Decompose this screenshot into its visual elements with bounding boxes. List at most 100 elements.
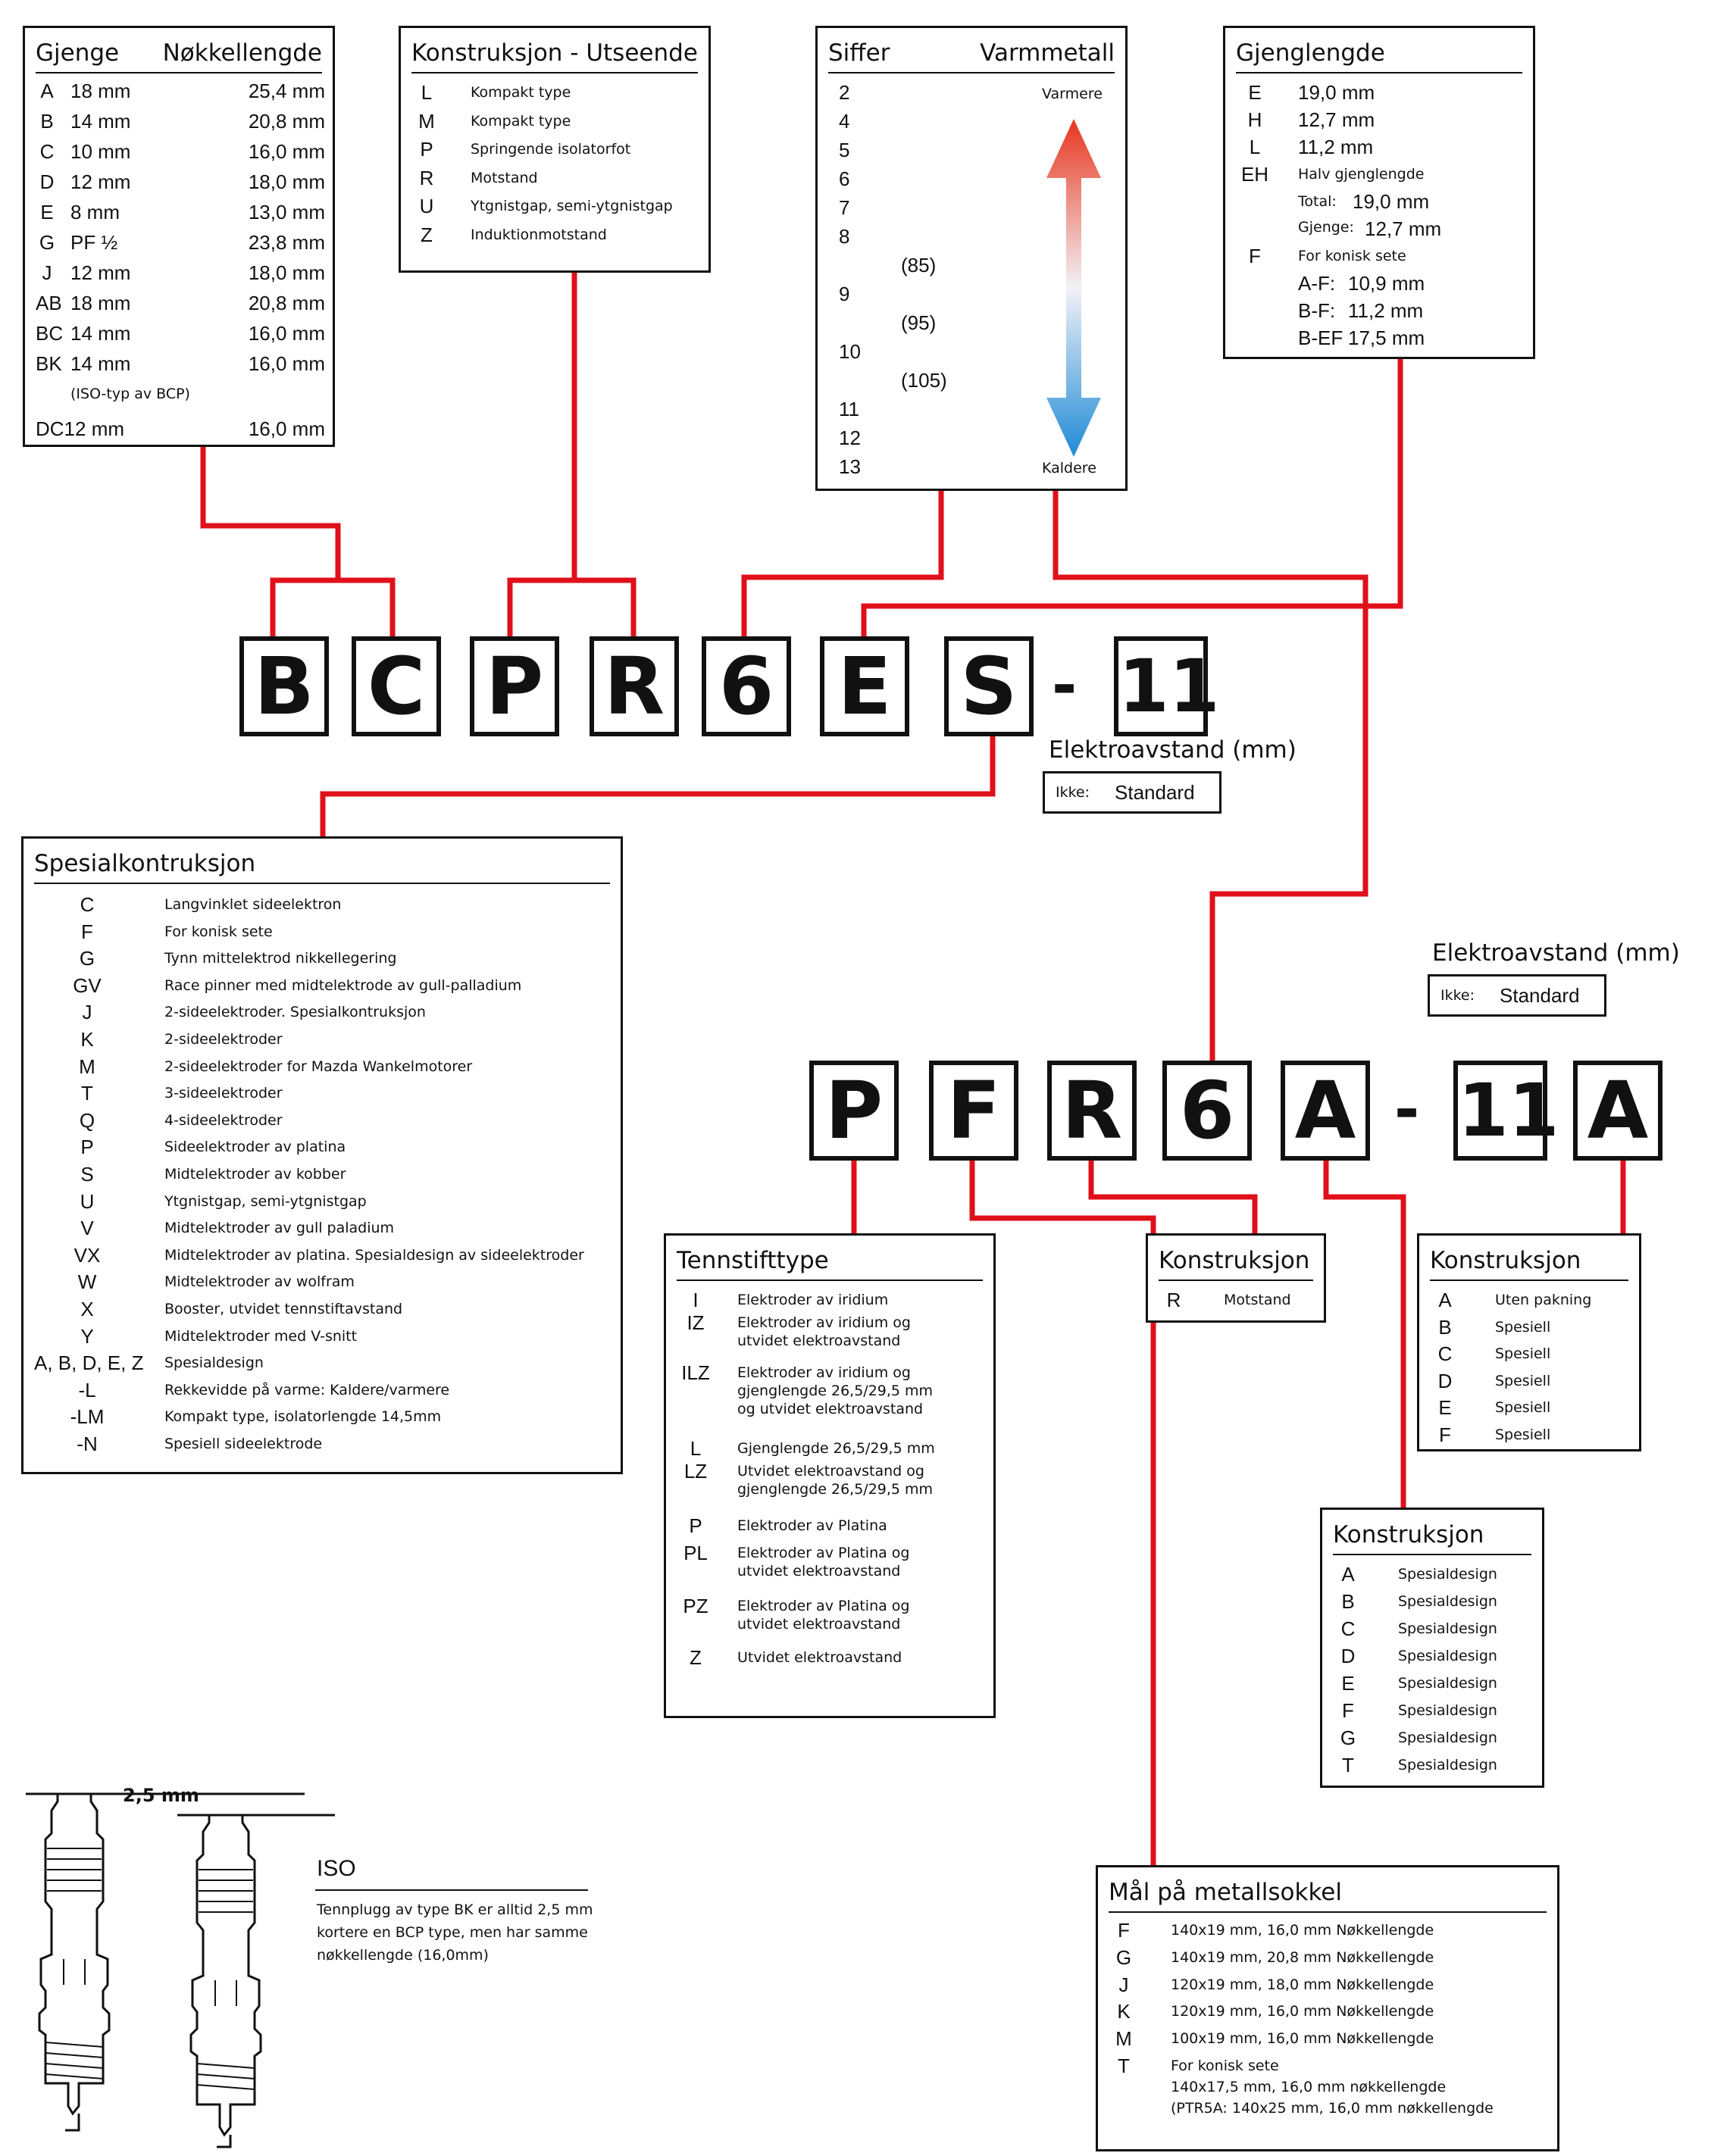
thread-code: A: [40, 80, 54, 102]
thread-size: 10 mm: [70, 140, 131, 163]
construction-desc: Springende isolatorfot: [471, 141, 631, 158]
spark-plug-illustration: [26, 1792, 335, 2148]
thread-size: 14 mm: [70, 352, 131, 375]
special-desc: Spesialdesign: [164, 1355, 264, 1372]
tennstift-desc-2: utvidet elektroavstand: [737, 1616, 901, 1633]
konstr_a-code: F: [1439, 1423, 1451, 1446]
tennstift-desc: Elektroder av Platina og: [737, 1598, 910, 1614]
special-desc: Sideelektroder av platina: [164, 1139, 346, 1156]
sokkel-desc: 120x19 mm, 18,0 mm Nøkkellengde: [1171, 1976, 1434, 1993]
konstr_a-desc: Uten pakning: [1495, 1292, 1592, 1308]
thread-last-wrench: 16,0 mm: [248, 417, 325, 440]
heat-digit: 9: [839, 283, 850, 305]
thread-size: 14 mm: [70, 322, 131, 345]
special-desc: 4-sideelektroder: [164, 1111, 283, 1129]
thread-size: 18 mm: [70, 80, 131, 102]
special-desc: 2-sideelektroder: [164, 1031, 283, 1048]
construction-code: L: [421, 81, 433, 104]
thread-code: G: [39, 231, 55, 254]
construction-desc: Induktionmotstand: [471, 226, 607, 243]
special-desc: Midtelektroder av kobber: [164, 1166, 346, 1183]
special-row: T 3-sideelektroder: [34, 1082, 613, 1108]
konstr_a-code: D: [1437, 1369, 1453, 1392]
heat-header: Siffer Varmmetall: [828, 34, 1115, 73]
reach-f-label: A-F:: [1298, 272, 1336, 295]
special-desc: Midtelektroder av wolfram: [164, 1273, 355, 1291]
special-desc: 3-sideelektroder: [164, 1085, 283, 1102]
konstr_sp-code: F: [1342, 1699, 1354, 1722]
top_code-letter: S: [944, 636, 1034, 736]
top_code-letter: B: [239, 636, 329, 736]
tennstift-code: I: [693, 1289, 699, 1311]
reach-f-value: 17,5 mm: [1348, 327, 1425, 349]
konstr_sp-code: D: [1340, 1645, 1356, 1667]
special-code: VX: [74, 1243, 101, 1267]
bottom_code-letter: A: [1281, 1061, 1370, 1161]
konstr_a-code: C: [1437, 1342, 1453, 1365]
thread-code: BC: [36, 322, 64, 345]
heat-digit: 5: [839, 139, 850, 161]
thread-code: J: [42, 261, 52, 284]
special-code: Q: [79, 1108, 95, 1132]
tennstift-desc-2: gjenglengde 26,5/29,5 mm: [737, 1481, 934, 1498]
special-desc: Rekkevidde på varme: Kaldere/varmere: [164, 1381, 450, 1398]
thread-wrench: 20,8 mm: [248, 292, 325, 314]
thread-note: (ISO-typ av BCP): [70, 386, 190, 402]
bottom_code-letter: P: [809, 1061, 899, 1161]
reach-total-value: 19,0 mm: [1353, 190, 1430, 213]
konstr_sp-code: A: [1341, 1563, 1355, 1586]
konstr_sp-desc: Spesialdesign: [1398, 1648, 1497, 1664]
special-desc: 2-sideelektroder. Spesialkontruksjon: [164, 1004, 426, 1021]
top_code-letter: C: [352, 636, 441, 736]
konstr_r-desc: Motstand: [1224, 1292, 1291, 1308]
special-code: GV: [73, 973, 102, 997]
thread-header-nokkel: Nøkkellengde: [162, 39, 322, 67]
iso-dimension: 2,5 mm: [123, 1785, 199, 1806]
tennstift-desc: Elektroder av Platina og: [737, 1545, 910, 1561]
special-desc: Midtelektroder med V-snitt: [164, 1327, 358, 1345]
heat-digit: 4: [839, 110, 850, 133]
special-desc: Midtelektroder av platina. Spesialdesign…: [164, 1246, 584, 1264]
thread-size: 12 mm: [70, 170, 131, 193]
special-row: VX Midtelektroder av platina. Spesialdesi…: [34, 1244, 613, 1270]
iso-text-1: Tennplugg av type BK er alltid 2,5 mm: [317, 1901, 593, 1918]
hot-label: Varmere: [1042, 86, 1103, 102]
tennstift-code: PZ: [683, 1595, 708, 1617]
special-code: -N: [77, 1433, 98, 1455]
gap-bottom-key: Ikke:: [1440, 987, 1475, 1004]
construction-code: U: [419, 195, 434, 217]
thread-wrench: 16,0 mm: [248, 352, 325, 375]
thread-size: 14 mm: [70, 110, 131, 133]
konstr_sp-code: C: [1340, 1617, 1356, 1640]
reach-f-desc: For konisk sete: [1298, 248, 1406, 264]
sokkel-desc: 140x19 mm, 16,0 mm Nøkkellengde: [1171, 1922, 1434, 1939]
thread-size: 12 mm: [70, 261, 131, 284]
tennstift-code: P: [689, 1514, 702, 1537]
konstr_a-code: A: [1438, 1289, 1452, 1311]
special-code: C: [80, 893, 95, 916]
iso-title: ISO: [317, 1856, 356, 1881]
gap-bottom-box: Ikke: Standard: [1428, 974, 1606, 1017]
tennstift-code: L: [690, 1437, 702, 1460]
tennstift-code: PL: [683, 1542, 708, 1564]
thread-wrench: 16,0 mm: [248, 140, 325, 163]
special-code: K: [80, 1028, 94, 1051]
special-code: T: [81, 1082, 93, 1105]
special-code: A, B, D, E, Z: [34, 1351, 144, 1375]
special-desc: Midtelektroder av gull paladium: [164, 1220, 395, 1237]
special-code: S: [80, 1163, 94, 1186]
